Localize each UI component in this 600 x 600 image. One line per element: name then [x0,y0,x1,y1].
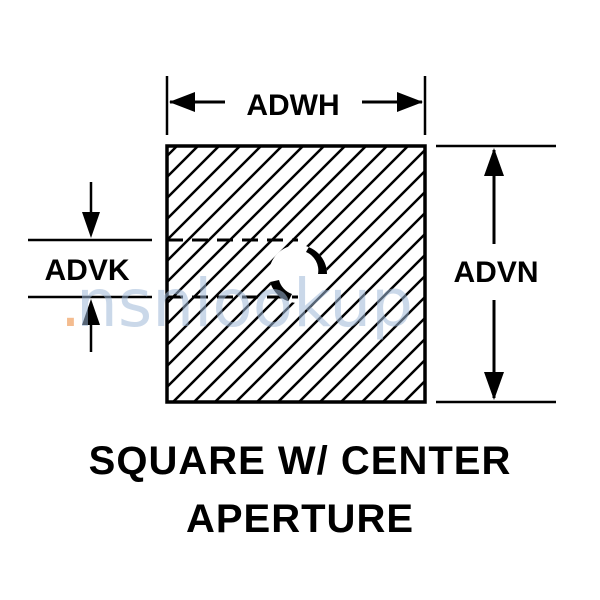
hatch-line [381,358,425,402]
aperture-arrow-up [82,299,100,325]
hatch-line [167,146,242,221]
hatch-line [167,146,347,326]
aperture-height-dimension: ADVK [28,182,152,352]
hatch-line [297,274,425,402]
hatch-line [167,146,221,200]
aperture-edge-shading [270,245,327,302]
hatch-line [167,146,263,242]
caption-line-2: APERTURE [185,497,415,541]
width-arrow-right [397,92,423,112]
height-arrow-up [484,148,504,176]
hatch-line [167,146,389,368]
width-label: ADWH [246,89,339,122]
hatch-line [276,253,425,402]
aperture-height-label: ADVK [44,254,129,287]
hatch-line [167,146,326,305]
hatch-line [360,337,425,402]
height-dimension: ADVN [436,144,556,404]
hatch-line [234,211,425,402]
hatched-square [165,144,427,404]
hatch-line [213,190,425,402]
hatch-line [255,232,425,402]
hatch-line [167,146,368,347]
width-dimension: ADWH [165,76,427,135]
hatch-line [318,295,425,402]
height-arrow-down [484,372,504,400]
watermark: . nsnlookup [60,265,413,342]
square-outline [165,144,427,404]
watermark-dot: . [60,265,81,342]
width-arrow-left [169,92,195,112]
hatch-line [167,146,284,263]
hatch-line [339,316,425,402]
height-label: ADVN [453,256,538,289]
hatch-line [167,146,305,284]
aperture-arrow-down [82,212,100,238]
watermark-text: nsnlookup [76,265,413,342]
caption-line-1: SQUARE W/ CENTER [88,439,512,483]
